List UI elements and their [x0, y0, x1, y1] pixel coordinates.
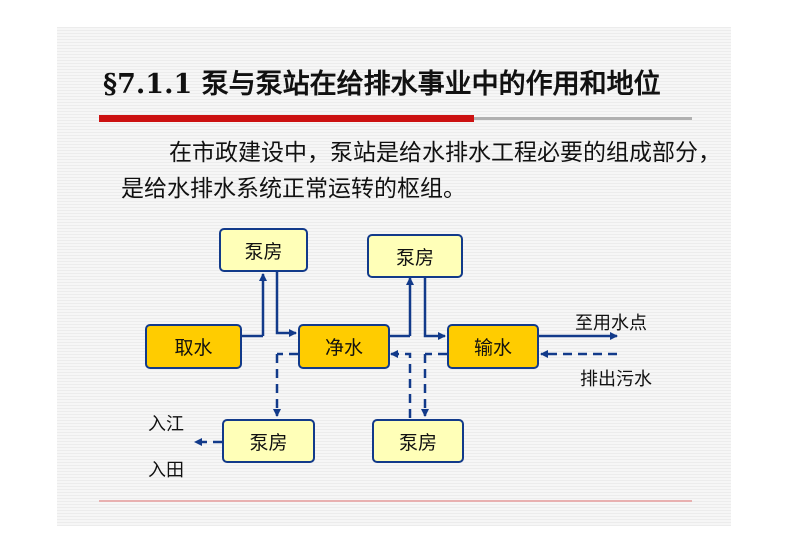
deliver-label: 输水	[473, 337, 512, 359]
connector-pump-to-deliver	[423, 276, 446, 340]
intake-label: 取水	[174, 337, 213, 359]
pump-room-top-right: 泵房	[367, 234, 463, 278]
deliver-box: 输水	[447, 324, 539, 369]
connector-pump-br-to-purify	[390, 350, 412, 418]
label-sewage: 排出污水	[580, 369, 652, 390]
label-to-user: 至用水点	[575, 313, 647, 334]
bottom-divider	[99, 500, 692, 502]
purify-label: 净水	[324, 337, 363, 359]
purify-box: 净水	[298, 324, 390, 369]
pump-room-bottom-right: 泵房	[372, 419, 464, 463]
label-to-river: 入江	[148, 414, 184, 435]
intro-paragraph-text: 在市政建设中，泵站是给水排水工程必要的组成部分，是给水排水系统正常运转的枢组。	[121, 140, 721, 202]
pump-room-bottom-left: 泵房	[222, 419, 315, 463]
label-to-field: 入田	[148, 460, 184, 481]
pump-room-top-left-label: 泵房	[244, 240, 283, 263]
pump-room-bottom-right-label: 泵房	[398, 431, 437, 454]
pump-room-top-right-label: 泵房	[395, 246, 434, 269]
pump-room-top-left: 泵房	[219, 228, 308, 272]
intro-paragraph: 在市政建设中，泵站是给水排水工程必要的组成部分，是给水排水系统正常运转的枢组。	[121, 135, 721, 207]
title-underline-red	[99, 115, 474, 122]
title-underline-gray	[474, 117, 692, 120]
connector-pump-to-purify	[275, 272, 297, 337]
pump-room-bottom-left-label: 泵房	[249, 431, 288, 454]
intake-box: 取水	[145, 324, 242, 369]
slide-title: §7.1.1 泵与泵站在给排水事业中的作用和地位	[103, 69, 661, 100]
